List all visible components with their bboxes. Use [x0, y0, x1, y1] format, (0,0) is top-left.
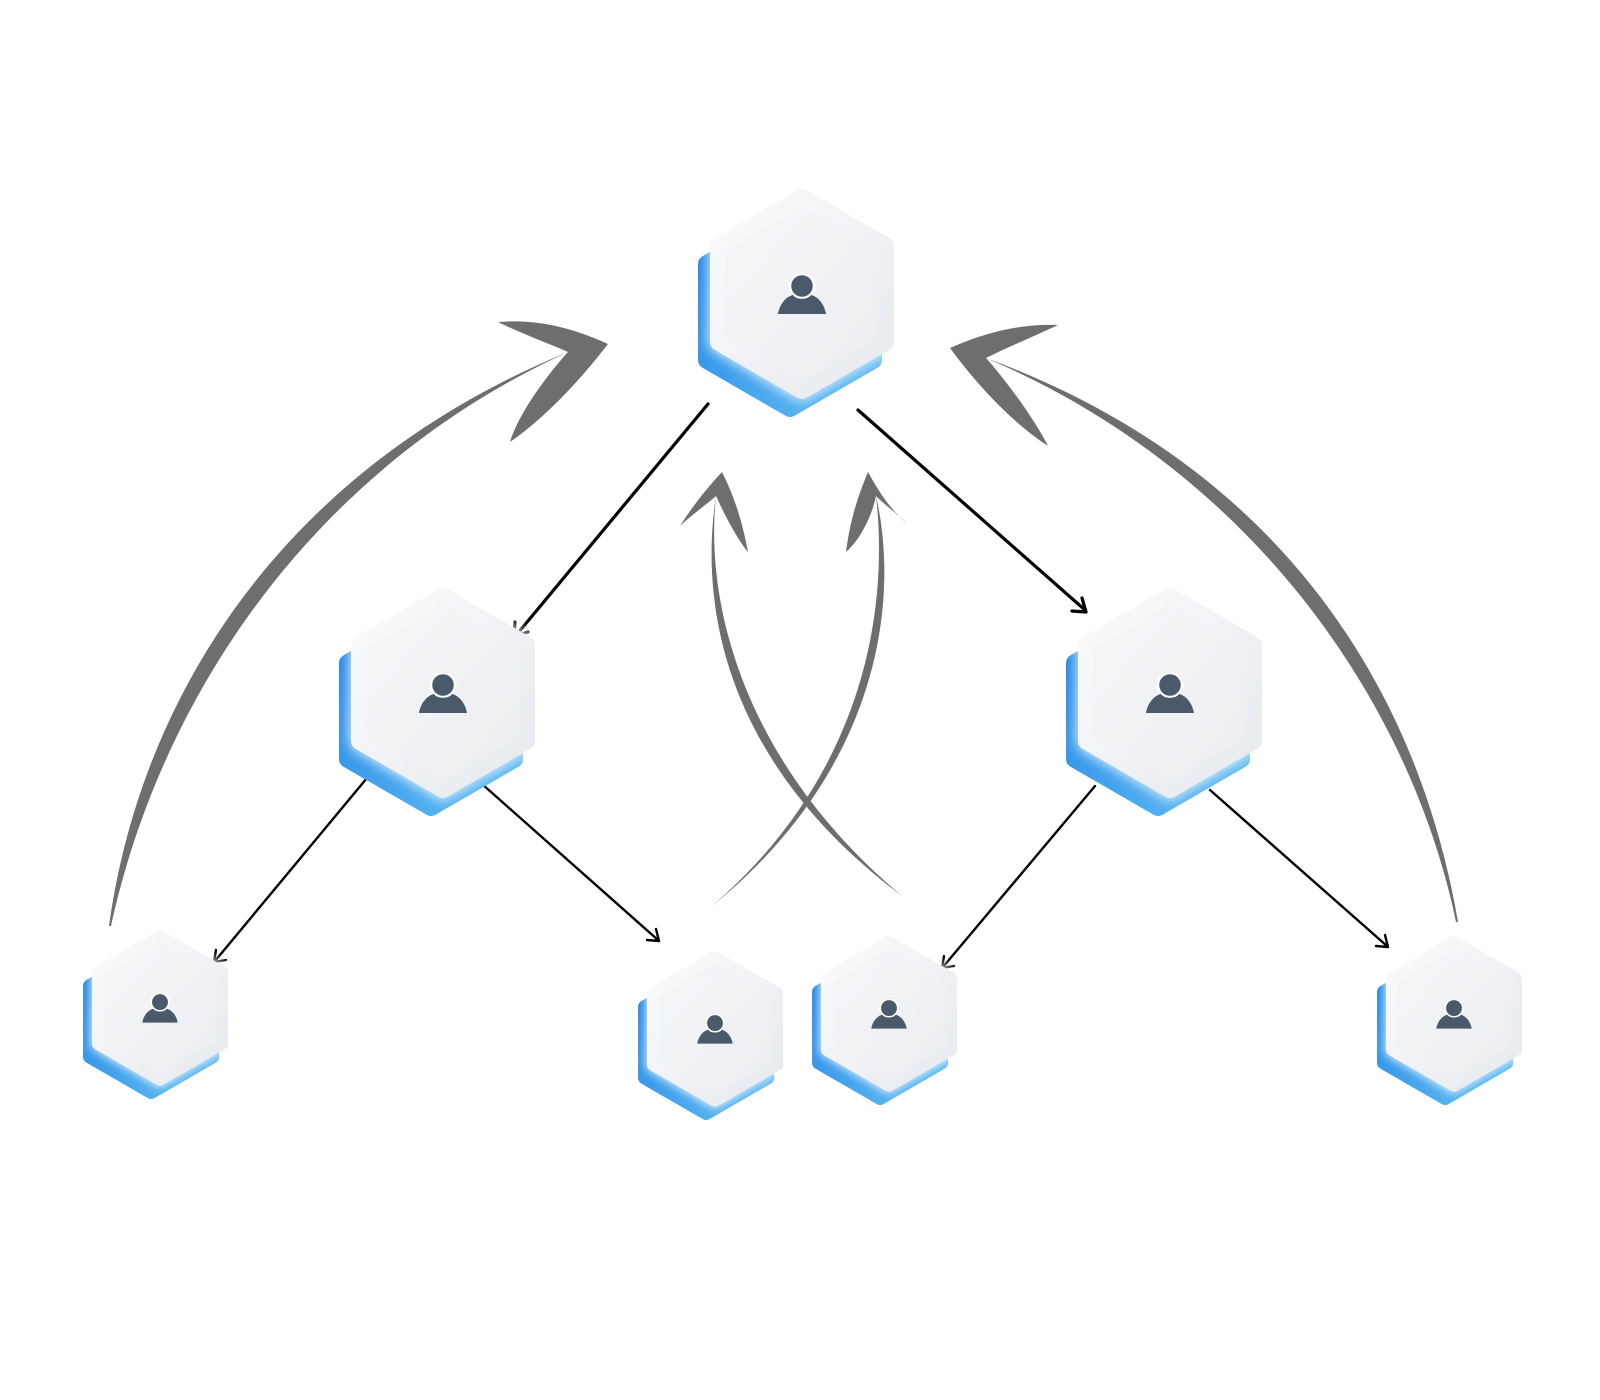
node-bottom-1[interactable]: [83, 928, 230, 1100]
node-top[interactable]: [698, 187, 896, 417]
feedback-arrow-bottom-4-to-top: [950, 324, 1458, 922]
arrow-mid-right-to-bottom-3: [940, 784, 1097, 970]
feedback-arrow-bottom-1-to-top: [109, 321, 608, 926]
feedback-arrows: [109, 321, 1458, 926]
node-bottom-4[interactable]: [1377, 934, 1524, 1106]
arrow-mid-left-to-bottom-1: [212, 776, 369, 964]
arrow-top-to-mid-left: [512, 402, 710, 638]
feedback-arrow-bottom-3-to-top: [680, 472, 902, 896]
node-mid-left[interactable]: [339, 586, 537, 816]
arrow-mid-left-to-bottom-2: [480, 782, 661, 943]
feedback-arrow-bottom-2-to-top: [712, 472, 908, 906]
node-bottom-2[interactable]: [638, 949, 785, 1121]
node-mid-right[interactable]: [1066, 586, 1264, 816]
nodes: [83, 187, 1524, 1121]
arrow-top-to-mid-right: [856, 408, 1088, 614]
node-bottom-3[interactable]: [812, 934, 959, 1106]
arrow-mid-right-to-bottom-4: [1208, 788, 1390, 949]
downward-arrows: [212, 402, 1390, 970]
